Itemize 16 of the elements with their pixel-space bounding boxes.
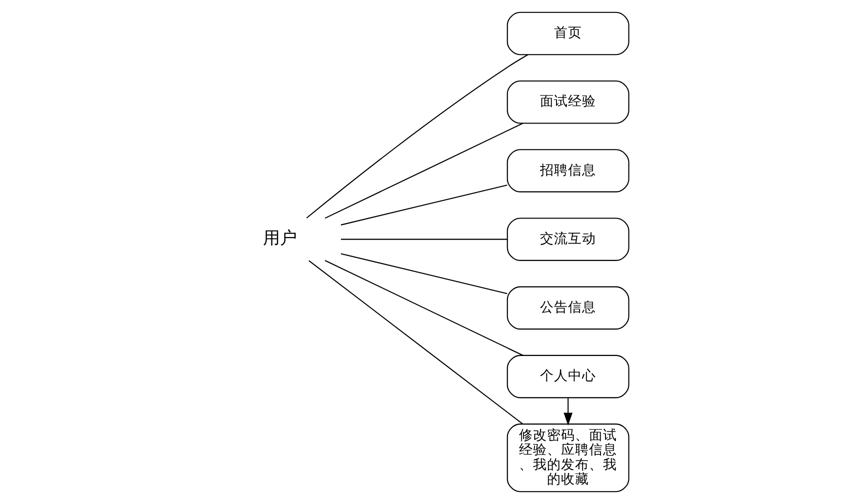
node-box: 修改密码、面试经验、应聘信息、我的发布、我的收藏	[506, 424, 629, 492]
node-box: 招聘信息	[506, 149, 629, 192]
arrow	[563, 398, 572, 426]
node-box: 个人中心	[506, 354, 629, 398]
connector	[306, 54, 528, 218]
connector	[324, 260, 523, 356]
node-box: 面试经验	[506, 80, 629, 124]
connector	[324, 122, 523, 219]
connector	[308, 260, 522, 424]
node-box: 交流互动	[506, 218, 629, 261]
connector	[340, 238, 507, 240]
connector	[340, 253, 507, 294]
node-box: 公告信息	[506, 286, 629, 330]
node-text: 用户	[262, 227, 296, 248]
node-box: 首页	[506, 12, 629, 56]
connector	[340, 184, 507, 226]
